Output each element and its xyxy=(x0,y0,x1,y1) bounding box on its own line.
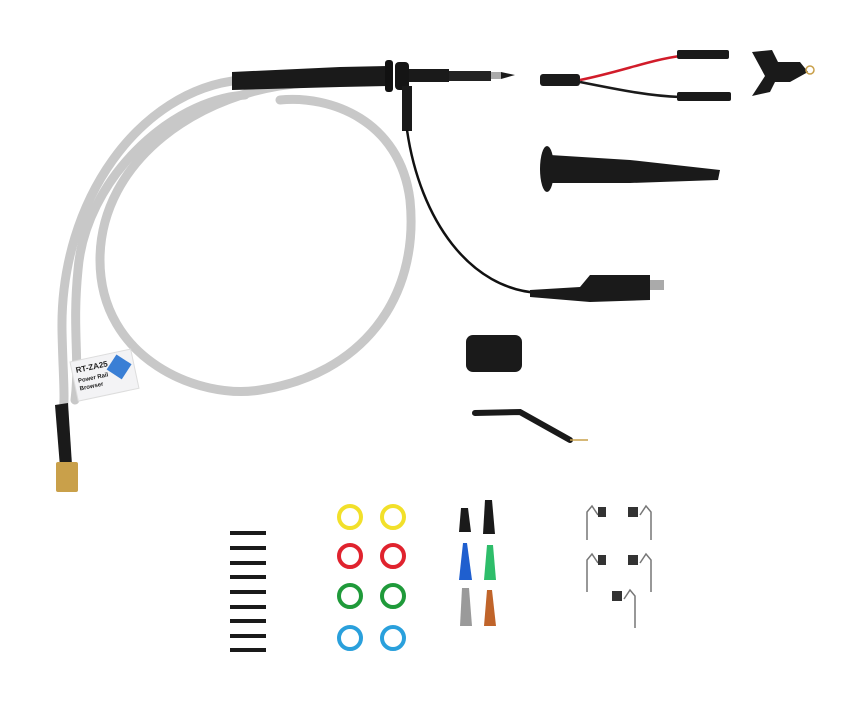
tip-caps xyxy=(459,500,496,626)
sprung-hook xyxy=(752,50,815,96)
ground-lead-clip xyxy=(530,275,664,302)
probe-head xyxy=(232,60,541,295)
probe-cable xyxy=(57,75,416,425)
bent-tip xyxy=(472,408,588,443)
sma-connector xyxy=(55,403,78,492)
ground-springs xyxy=(586,504,652,628)
color-rings xyxy=(337,504,406,651)
label-line2: Browser xyxy=(79,381,104,392)
spring-tips xyxy=(230,531,266,652)
probe-grip-sleeve xyxy=(540,146,720,192)
probe-label: RT-ZA25 Power Rail Browser xyxy=(69,348,140,402)
insulating-cap xyxy=(466,335,522,372)
adapter-leads xyxy=(540,50,731,101)
